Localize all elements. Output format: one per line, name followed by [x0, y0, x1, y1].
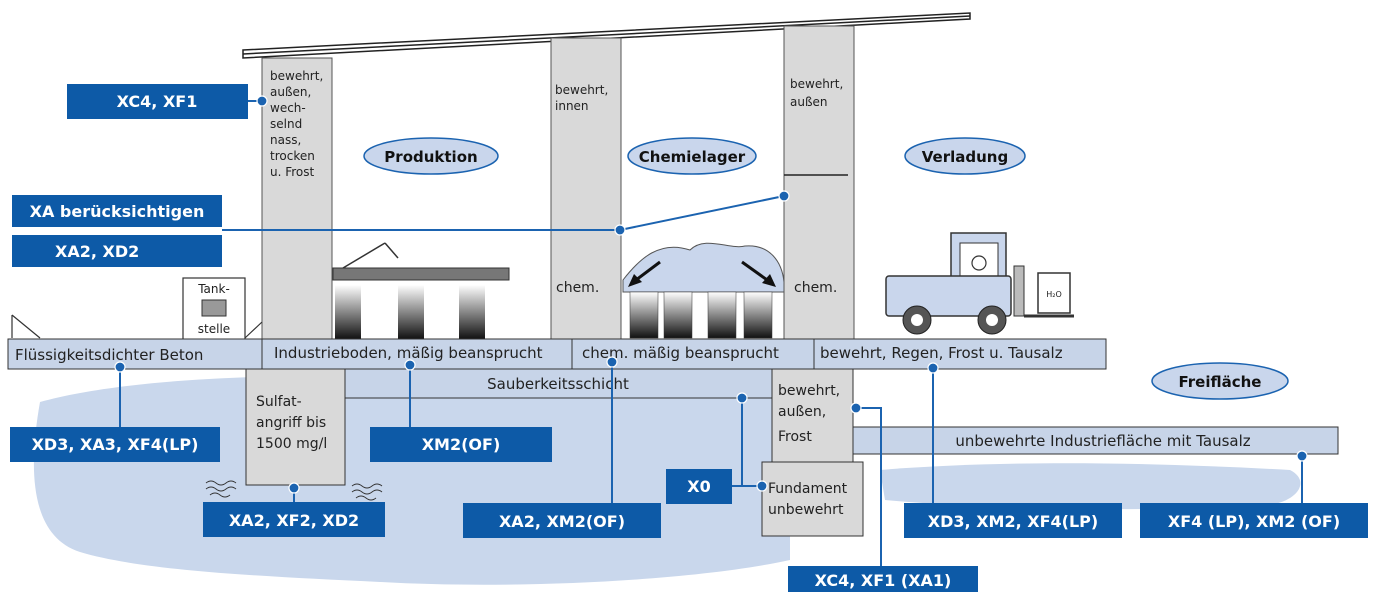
- tag-xd3-xm2-xf4: XD3, XM2, XF4(LP): [904, 503, 1122, 538]
- sulfat-text: Sulfat- angriff bis 1500 mg/l: [256, 394, 327, 452]
- column-right-line: bewehrt,: [790, 77, 843, 91]
- tank-station: Tank- stelle: [11, 277, 263, 341]
- slab-label-2: Industrieboden, mäßig beansprucht: [274, 344, 543, 362]
- tag-text: XD3, XA3, XF4(LP): [32, 435, 199, 454]
- connector-lines: [119, 100, 1303, 566]
- tag-text: XC4, XF1: [117, 92, 198, 111]
- fundament-line: Fundament: [768, 481, 848, 497]
- sulfat-foundation: [245, 368, 346, 486]
- column-right-text: bewehrt, außen: [790, 77, 843, 109]
- industrieflaeche-label: unbewehrte Industriefläche mit Tausalz: [955, 432, 1250, 450]
- tag-xm2-of: XM2(OF): [370, 427, 552, 462]
- column-left-line: bewehrt,: [270, 69, 323, 83]
- sulfat-line: angriff bis: [256, 415, 326, 431]
- slab-label-3: chem. mäßig beansprucht: [582, 344, 779, 362]
- slab-label-1: Flüssigkeitsdichter Beton: [15, 346, 203, 364]
- pier-line: Frost: [778, 429, 812, 445]
- fundament: [761, 461, 864, 537]
- pier-line: außen,: [778, 404, 826, 420]
- connector-dots: [114, 95, 1308, 494]
- tag-xc4-xf1: XC4, XF1: [67, 84, 248, 119]
- chemical-piles: [622, 242, 785, 339]
- tag-xf4-xm2-of: XF4 (LP), XM2 (OF): [1140, 503, 1368, 538]
- sulfat-line: Sulfat-: [256, 394, 302, 410]
- zone-freiflaeche: Freifläche: [1151, 362, 1289, 400]
- tag-text: XC4, XF1 (XA1): [815, 571, 952, 590]
- tank-label: Tank-: [197, 282, 230, 296]
- tag-text: XF4 (LP), XM2 (OF): [1168, 512, 1340, 531]
- tag-xd3-xa3-xf4: XD3, XA3, XF4(LP): [10, 427, 220, 462]
- column-left-line: trocken: [270, 149, 315, 163]
- column-left: [261, 57, 333, 341]
- tag-xa2-xd2: XA2, XD2: [12, 235, 222, 267]
- column-middle-line: innen: [555, 99, 589, 113]
- pier-line: bewehrt,: [778, 383, 840, 399]
- column-middle: [550, 37, 622, 341]
- forklift-icon: H₂O: [885, 232, 1074, 335]
- tag-text: XA2, XM2(OF): [499, 512, 625, 531]
- fundament-text: Fundament unbewehrt: [768, 481, 848, 518]
- column-middle-line: bewehrt,: [555, 83, 608, 97]
- zone-verladung-label: Verladung: [922, 148, 1008, 166]
- zone-verladung: Verladung: [904, 137, 1026, 175]
- sauberkeit-label: Sauberkeitsschicht: [487, 375, 629, 393]
- tag-text: XM2(OF): [422, 435, 501, 454]
- column-left-line: nass,: [270, 133, 301, 147]
- slab-label-4: bewehrt, Regen, Frost u. Tausalz: [820, 344, 1063, 362]
- tag-xa2-xf2-xd2: XA2, XF2, XD2: [203, 502, 385, 537]
- pier: [771, 368, 854, 463]
- tag-text: XA2, XD2: [55, 242, 139, 261]
- tag-xa-beruecksichtigen: XA berücksichtigen: [12, 195, 222, 227]
- water-wave-icon: [205, 480, 383, 501]
- chem-label-right: chem.: [794, 280, 837, 296]
- sulfat-line: 1500 mg/l: [256, 436, 327, 452]
- main-slab: [7, 338, 1107, 370]
- column-right-line: außen: [790, 95, 828, 109]
- production-machine: [332, 242, 510, 339]
- chem-label-left: chem.: [556, 280, 599, 296]
- tag-text: XA berücksichtigen: [30, 202, 205, 221]
- column-left-line: selnd: [270, 117, 302, 131]
- column-left-line: wech-: [270, 101, 306, 115]
- column-left-line: außen,: [270, 85, 311, 99]
- fundament-line: unbewehrt: [768, 502, 844, 518]
- zone-produktion-label: Produktion: [384, 148, 477, 166]
- tag-xa2-xm2-of: XA2, XM2(OF): [463, 503, 661, 538]
- ground-water-area-right: [880, 463, 1301, 510]
- tag-xc4-xf1-xa1: XC4, XF1 (XA1): [788, 566, 978, 592]
- tag-text: XD3, XM2, XF4(LP): [928, 512, 1098, 531]
- zone-freiflaeche-label: Freifläche: [1179, 373, 1262, 391]
- column-left-line: u. Frost: [270, 165, 315, 179]
- roof-line: [242, 15, 971, 55]
- zone-chemielager: Chemielager: [627, 137, 757, 175]
- tag-text: X0: [687, 477, 710, 496]
- tag-x0: X0: [666, 469, 732, 504]
- tag-text: XA2, XF2, XD2: [229, 511, 359, 530]
- zone-chemielager-label: Chemielager: [639, 148, 746, 166]
- h2o-label: H₂O: [1046, 290, 1062, 299]
- zone-produktion: Produktion: [363, 137, 499, 175]
- tank-label: stelle: [198, 322, 230, 336]
- column-middle-text: bewehrt, innen: [555, 83, 608, 113]
- pier-text: bewehrt, außen, Frost: [778, 383, 840, 445]
- column-left-text: bewehrt, außen, wech- selnd nass, trocke…: [270, 69, 323, 179]
